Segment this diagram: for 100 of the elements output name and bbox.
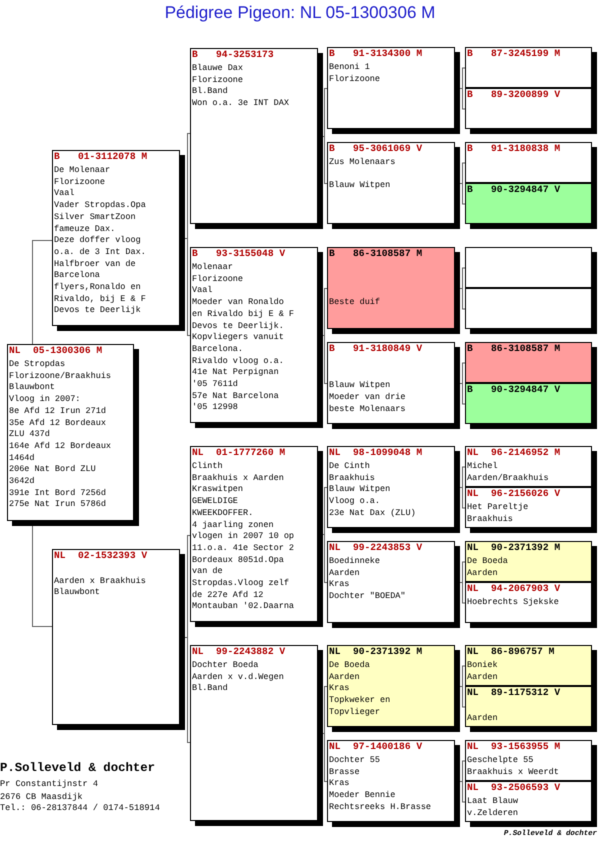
pedigree-text: Zus Molenaars [329, 157, 396, 169]
pedigree-card [327, 740, 460, 827]
country-code: B [329, 143, 335, 155]
ring-number: 02-1532393 V [78, 550, 148, 562]
pedigree-card [327, 247, 460, 334]
connector-line [460, 362, 466, 384]
pedigree-text: Blauwbont [54, 587, 100, 600]
connector-line [322, 335, 328, 384]
country-code: NL [192, 447, 204, 459]
country-code: NL [329, 646, 341, 658]
pedigree-text: Blauwe Dax [192, 63, 244, 75]
connector-line [322, 288, 328, 336]
connector-line [460, 487, 466, 508]
country-code: B [54, 151, 60, 163]
connector-line [322, 88, 328, 137]
ring-number: 94-2067903 V [491, 583, 560, 595]
country-code: B [467, 343, 473, 355]
pedigree-text: Moeder Bennie Rechtsreeks H.Brasse [329, 790, 432, 814]
pedigree-text: Vaal [54, 188, 74, 200]
pedigree-text: Molenaar [192, 262, 233, 274]
pedigree-text: 35e Afd 12 Bordeaux ZLU 437d [9, 418, 107, 441]
ring-number: 95-3061069 V [353, 143, 422, 155]
connector-line [184, 637, 190, 743]
pedigree-text: Florizoone [192, 274, 244, 286]
pedigree-card [465, 88, 597, 134]
connector-line [460, 760, 466, 782]
country-code: NL [467, 741, 479, 753]
connector-line [460, 686, 466, 708]
pedigree-card [465, 740, 597, 781]
country-code: NL [9, 345, 21, 357]
ring-number: 87-3245199 M [491, 48, 560, 60]
connector-line [460, 466, 466, 488]
pedigree-text: De Stropdas [9, 359, 66, 371]
pedigree-text: Topkweker en Topvlieger [329, 695, 392, 719]
ring-number: 90-2371392 M [491, 542, 560, 554]
ring-number: 86-896757 M [491, 646, 554, 658]
connector-line [184, 133, 190, 239]
country-code: B [467, 184, 473, 196]
pedigree-text: Won o.a. 3e INT DAX [192, 98, 289, 110]
country-code: NL [329, 447, 341, 459]
pedigree-text: Deze doffer vloog o.a. de 3 Int Dax. Halfbroer van de Barcelona flyers,Ronaldo en Rivaldo, bij E & F Devos te Deerlijk [54, 235, 147, 318]
pedigree-card [465, 541, 597, 582]
pedigree-text: Blauw Witpen [329, 380, 390, 392]
ring-number: 94-3253173 [216, 49, 274, 61]
pedigree-text: Kras [329, 579, 350, 592]
ring-number: 93-1563955 M [491, 741, 560, 753]
pedigree-text: 23e Nat Dax (ZLU) [329, 508, 416, 520]
ring-number: 91-3180838 M [491, 143, 560, 155]
country-code: B [192, 49, 198, 61]
connector-line [184, 238, 190, 336]
connector-line [32, 240, 52, 344]
ring-number: 93-3155048 V [216, 248, 286, 260]
pedigree-text: Bl.Band [192, 86, 228, 98]
ring-number: 99-2243853 V [353, 542, 422, 554]
pedigree-card [465, 487, 597, 533]
pedigree-card [465, 383, 597, 429]
country-code: NL [467, 646, 479, 658]
pedigree-text: Michel [467, 461, 498, 473]
pedigree-card [465, 342, 597, 383]
country-code: NL [467, 687, 479, 699]
connector-line [460, 162, 466, 184]
pedigree-text: 275e Nat Irun 5786d [9, 499, 106, 512]
pedigree-text: Vaal [192, 285, 212, 298]
country-code: NL [467, 782, 479, 794]
pedigree-text: 4 jaarling zonen vlogen in 2007 10 op 11.o.a. 41e Sector 2 Bordeaux 8051d.Opa van de Stropdas.Vloog zelf de 227e Afd 12 Montauban '02.Daarna [192, 520, 296, 614]
pedigree-text: Florizoone [54, 176, 106, 188]
pedigree-card [465, 686, 597, 732]
ring-number: 97-1400186 V [353, 741, 422, 753]
country-code: B [329, 248, 335, 260]
connector-line [460, 68, 466, 89]
connector-line [322, 733, 328, 782]
country-code: B [192, 248, 198, 260]
pedigree-text: Blauwbont [9, 382, 55, 394]
pedigree-card [327, 645, 460, 732]
ring-number: 96-2156026 V [491, 488, 560, 500]
connector-line [460, 781, 466, 802]
pedigree-text: De Molenaar [54, 165, 110, 177]
diagram-title: Pédigree Pigeon: NL 05-1300306 M [164, 3, 436, 23]
pedigree-text: Florizoone [192, 74, 244, 86]
pedigree-text: Braakhuis [329, 472, 375, 484]
pedigree-text: Kraswitpen [192, 484, 244, 496]
pedigree-text: Boedinneke [329, 556, 380, 568]
pedigree-text: GEWELDIGE KWEEKDOFFER. [192, 496, 254, 520]
country-code: B [467, 89, 473, 101]
pedigree-text: Aarden [329, 672, 360, 684]
ring-number: 86-3108587 M [353, 248, 422, 260]
pedigree-text: Boniek [467, 660, 498, 672]
pedigree-text: Vloog in 2007: [9, 394, 80, 406]
pedigree-text: Aarden [467, 712, 498, 724]
country-code: B [467, 384, 473, 396]
ring-number: 90-2371392 M [353, 646, 422, 658]
ring-number: 89-1175312 V [491, 687, 560, 699]
country-code: B [467, 143, 473, 155]
country-code: NL [467, 583, 479, 595]
pedigree-text: Braakhuis x Aarden [192, 472, 284, 484]
pedigree-text: De Boeda [467, 556, 508, 568]
connector-line [32, 526, 52, 627]
ring-number: 96-2146952 M [491, 447, 560, 459]
country-code: NL [54, 550, 66, 562]
country-code: B [467, 48, 473, 60]
